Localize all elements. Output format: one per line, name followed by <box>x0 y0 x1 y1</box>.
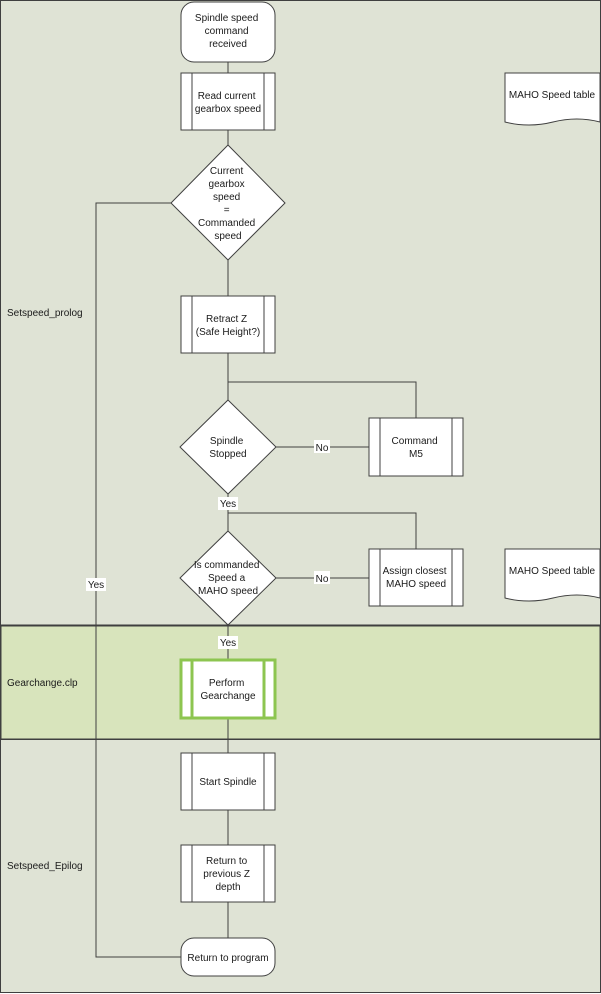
node-read-speed: Read current gearbox speed <box>180 72 276 131</box>
node-speed-table-2-line-1: MAHO Speed table <box>509 566 596 577</box>
node-return-z-line-3: depth <box>215 882 240 893</box>
lane-setspeed-prolog <box>0 0 601 626</box>
terminator-shape <box>180 937 276 977</box>
node-speed-equal-line-4: = <box>224 205 230 216</box>
node-retract-z: Retract Z (Safe Height?) <box>180 295 276 354</box>
node-spindle-stopped-label: Spindle Stopped <box>209 436 246 460</box>
node-retract-z-line-1: Retract Z <box>206 314 247 325</box>
process-shape <box>180 72 276 131</box>
node-command-m5-label: Command M5 <box>392 436 441 460</box>
edge-label-bg <box>218 497 238 510</box>
connector-m5-loop-back <box>228 381 417 418</box>
node-spindle-stopped-line-1: Spindle <box>210 436 244 447</box>
node-return-program: Return to program <box>180 937 276 977</box>
node-start-line-1: Spindle speed <box>195 13 258 24</box>
node-retract-z-line-2: (Safe Height?) <box>196 327 260 338</box>
node-speed-equal-line-2: gearbox <box>209 179 245 190</box>
document-shape <box>504 72 601 126</box>
lane-label-setspeed-prolog: Setspeed_prolog <box>7 308 83 319</box>
node-speed-equal-label: Current gearbox speed = Commanded speed <box>198 166 258 242</box>
node-return-z: Return to previous Z depth <box>180 844 276 903</box>
lane-label-gearchange: Gearchange.clp <box>7 678 78 689</box>
node-speed-equal-line-3: speed <box>213 192 240 203</box>
node-is-maho-speed-line-3: MAHO speed <box>198 586 258 597</box>
node-assign-closest-line-2: MAHO speed <box>386 579 446 590</box>
node-is-maho-speed: Is commanded Speed a MAHO speed <box>179 530 277 626</box>
node-return-program-label: Return to program <box>187 953 268 964</box>
process-shape <box>180 752 276 811</box>
node-start-line-2: command <box>205 26 249 37</box>
node-command-m5: Command M5 <box>368 417 464 477</box>
decision-shape <box>179 399 277 495</box>
node-speed-equal-line-5: Commanded <box>198 218 255 229</box>
edge-label-bg <box>86 578 106 591</box>
lane-setspeed-epilog <box>0 739 601 993</box>
edge-label-bg <box>218 636 238 649</box>
node-speed-table-1-label: MAHO Speed table <box>509 90 596 101</box>
lane-label-setspeed-epilog: Setspeed_Epilog <box>7 861 83 872</box>
node-start: Spindle speed command received <box>180 1 276 63</box>
node-return-z-label: Return to previous Z depth <box>203 856 252 893</box>
node-speed-equal-line-1: Current <box>210 166 244 177</box>
node-command-m5-line-2: M5 <box>409 449 423 460</box>
node-speed-table-1-line-1: MAHO Speed table <box>509 90 596 101</box>
process-shape <box>368 417 464 477</box>
node-start-label: Spindle speed command received <box>195 13 261 50</box>
edge-label-bg <box>314 440 330 453</box>
node-speed-equal-line-6: speed <box>214 231 241 242</box>
node-perform-gearchange-line-2: Gearchange <box>200 691 255 702</box>
edge-label-yes-stopped: Yes <box>220 499 236 510</box>
node-is-maho-speed-line-1: Is commanded <box>194 560 260 571</box>
edge-label-bg <box>314 571 330 584</box>
node-perform-gearchange: Perform Gearchange <box>179 658 277 720</box>
process-shape <box>368 548 464 607</box>
node-spindle-stopped: Spindle Stopped <box>179 399 277 495</box>
edge-labels: No Yes No Yes Yes <box>86 440 330 649</box>
decision-shape <box>170 144 286 261</box>
process-shape <box>180 295 276 354</box>
node-speed-table-1: MAHO Speed table <box>504 72 601 126</box>
process-shape <box>180 844 276 903</box>
node-read-speed-line-1: Read current <box>198 91 256 102</box>
node-return-z-line-2: previous Z <box>203 869 250 880</box>
process-shape-highlighted <box>179 658 277 720</box>
node-start-spindle-label: Start Spindle <box>199 777 257 788</box>
connector-assign-loop-back <box>228 512 417 549</box>
edge-label-yes-gearchange: Yes <box>220 638 236 649</box>
node-retract-z-label: Retract Z (Safe Height?) <box>196 314 260 338</box>
node-read-speed-label: Read current gearbox speed <box>195 91 261 115</box>
terminator-shape <box>180 1 276 63</box>
edge-label-no-assign: No <box>316 574 329 585</box>
node-speed-table-2-label: MAHO Speed table <box>509 566 596 577</box>
document-shape <box>504 548 601 602</box>
lane-gearchange <box>0 624 601 741</box>
node-assign-closest-label: Assign closest MAHO speed <box>383 566 450 590</box>
node-return-z-line-1: Return to <box>206 856 248 867</box>
node-start-spindle: Start Spindle <box>180 752 276 811</box>
node-start-spindle-line-1: Start Spindle <box>199 777 257 788</box>
node-spindle-stopped-line-2: Stopped <box>209 449 246 460</box>
nodes: Spindle speed command received Read curr… <box>170 1 601 977</box>
edge-label-no-m5: No <box>316 443 329 454</box>
node-speed-equal: Current gearbox speed = Commanded speed <box>170 144 286 261</box>
node-assign-closest: Assign closest MAHO speed <box>368 548 464 607</box>
node-is-maho-speed-label: Is commanded Speed a MAHO speed <box>194 560 262 597</box>
node-start-line-3: received <box>209 39 247 50</box>
node-perform-gearchange-label: Perform Gearchange <box>200 678 255 702</box>
node-assign-closest-line-1: Assign closest <box>383 566 447 577</box>
node-is-maho-speed-line-2: Speed a <box>208 573 246 584</box>
decision-shape <box>179 530 277 626</box>
edge-label-yes-bypass: Yes <box>88 580 104 591</box>
node-perform-gearchange-line-1: Perform <box>209 678 245 689</box>
node-command-m5-line-1: Command <box>392 436 438 447</box>
node-read-speed-line-2: gearbox speed <box>195 104 261 115</box>
node-speed-table-2: MAHO Speed table <box>504 548 601 602</box>
node-return-program-line-1: Return to program <box>187 953 268 964</box>
